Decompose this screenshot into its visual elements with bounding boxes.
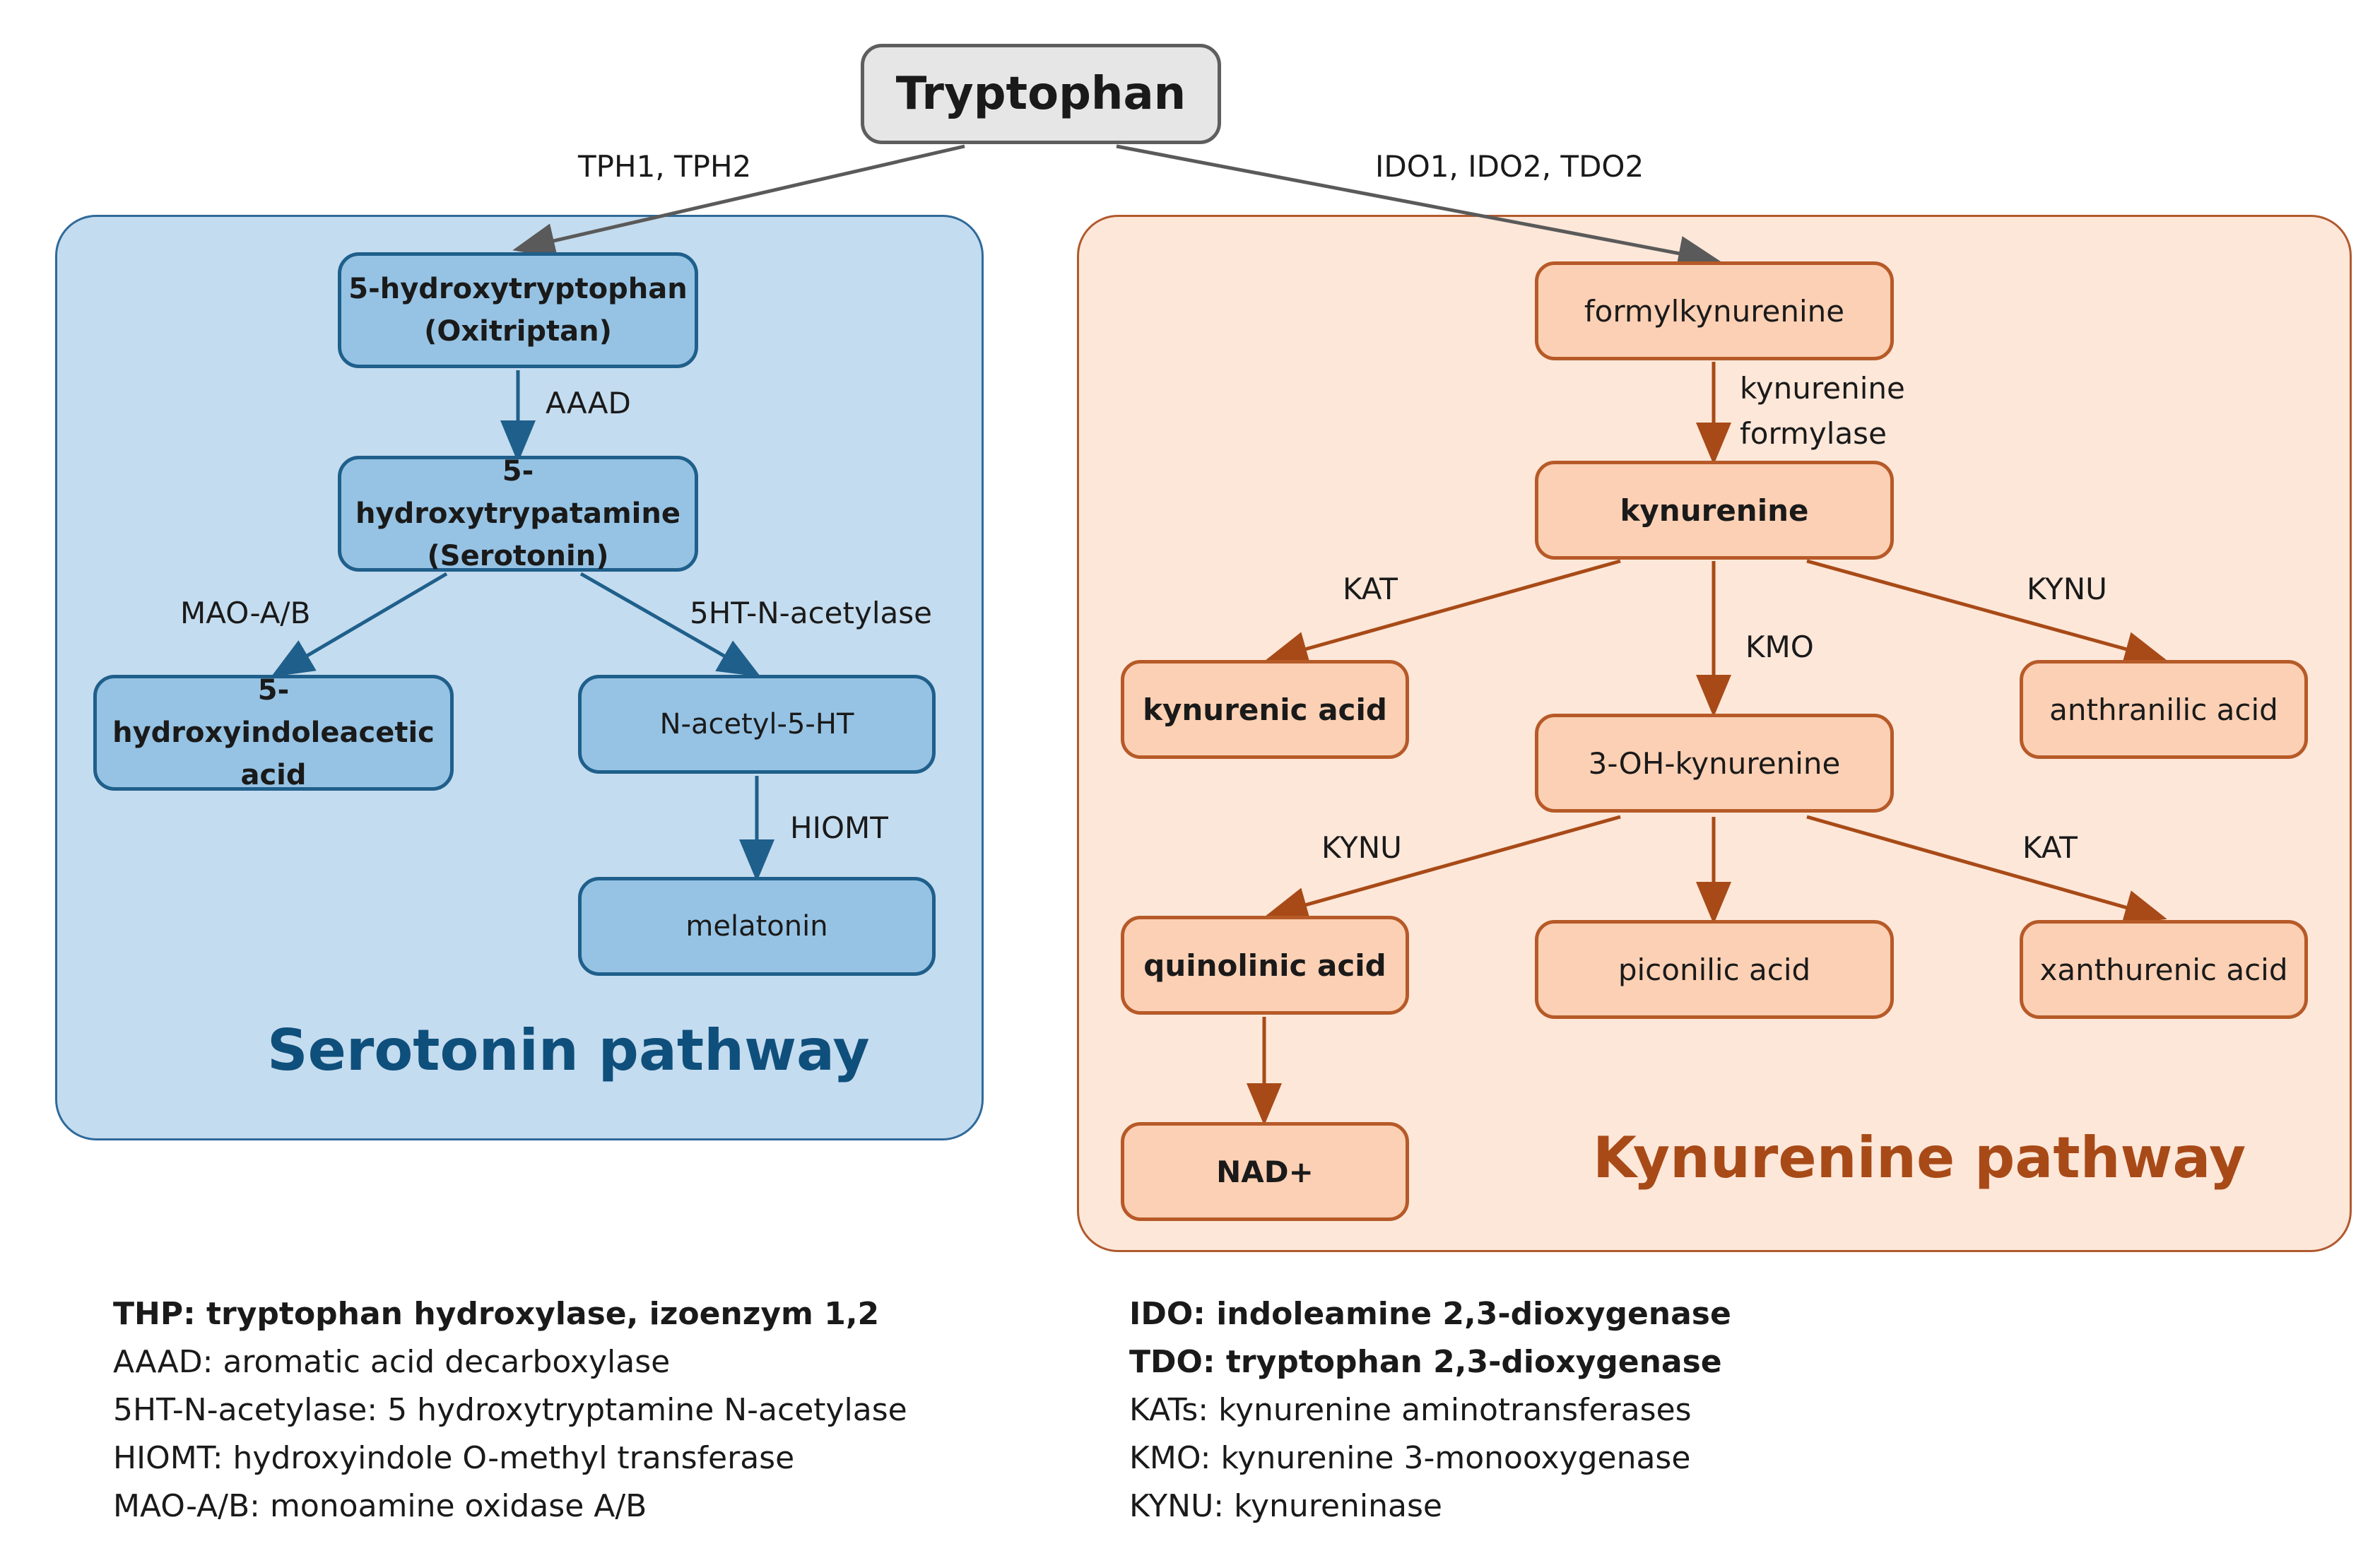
- node-quinolinic-acid-label: quinolinic acid: [1143, 948, 1386, 983]
- legend-serotonin-enzymes: THP: tryptophan hydroxylase, izoenzym 1,…: [113, 1290, 907, 1531]
- kynu-enzyme-label-1: KYNU: [2027, 572, 2107, 606]
- node-anthranilic-acid-label: anthranilic acid: [2049, 692, 2278, 727]
- kat-enzyme-label-1: KAT: [1343, 572, 1398, 606]
- node-xanthurenic-acid: xanthurenic acid: [2020, 920, 2308, 1019]
- node-kynurenine-label: kynurenine: [1620, 493, 1809, 528]
- formylase-enzyme-label-line1: kynurenine: [1740, 371, 1905, 406]
- node-nad-plus: NAD+: [1121, 1122, 1409, 1221]
- node-serotonin-line2: (Serotonin): [427, 540, 609, 572]
- arrow-kynurenine-to-anthranilic: [1806, 559, 2167, 666]
- node-melatonin-label: melatonin: [685, 910, 828, 943]
- node-5-hydroxytryptophan: 5-hydroxytryptophan (Oxitriptan): [338, 252, 698, 368]
- kynurenine-pathway-title: Kynurenine pathway: [1593, 1125, 2246, 1191]
- node-melatonin: melatonin: [578, 877, 936, 976]
- node-hiaa-line1: 5-hydroxyindoleacetic: [112, 674, 435, 749]
- node-n-acetyl-5-ht: N-acetyl-5-HT: [578, 675, 936, 774]
- arrow-tryptophan-to-formylkynurenine: [1116, 144, 1721, 271]
- node-formylkynurenine: formylkynurenine: [1535, 261, 1894, 360]
- legend-right-item: KATs: kynurenine aminotransferases: [1129, 1392, 1692, 1428]
- kynu-enzyme-label-2: KYNU: [1321, 830, 1402, 865]
- mao-enzyme-label: MAO-A/B: [180, 596, 311, 630]
- node-nad-plus-label: NAD+: [1216, 1154, 1314, 1189]
- legend-left-item: 5HT-N-acetylase: 5 hydroxytryptamine N-a…: [113, 1392, 907, 1428]
- formylase-enzyme-label-line2: formylase: [1740, 416, 1887, 451]
- serotonin-pathway-title: Serotonin pathway: [267, 1018, 870, 1083]
- node-kynurenic-acid: kynurenic acid: [1121, 660, 1409, 759]
- hiomt-enzyme-label: HIOMT: [790, 810, 888, 845]
- node-anthranilic-acid: anthranilic acid: [2020, 660, 2308, 759]
- legend-left-item: HIOMT: hydroxyindole O-methyl transferas…: [113, 1440, 795, 1476]
- legend-left-item: MAO-A/B: monoamine oxidase A/B: [113, 1488, 647, 1524]
- node-kynurenine: kynurenine: [1535, 461, 1894, 560]
- node-serotonin: 5-hydroxytrypatamine (Serotonin): [338, 455, 698, 572]
- arrow-serotonin-to-hiaa: [271, 572, 448, 678]
- node-5-hydroxyindoleacetic-acid: 5-hydroxyindoleacetic acid: [93, 674, 454, 791]
- node-3-oh-kynurenine-label: 3-OH-kynurenine: [1588, 745, 1841, 781]
- ido-enzyme-label: IDO1, IDO2, TDO2: [1375, 149, 1644, 184]
- legend-left-item: THP: tryptophan hydroxylase, izoenzym 1,…: [113, 1296, 880, 1332]
- arrow-tryptophan-to-5htp: [512, 144, 965, 259]
- legend-right-item: KMO: kynurenine 3-monooxygenase: [1129, 1440, 1691, 1476]
- node-5-hydroxytryptophan-line1: 5-hydroxytryptophan: [348, 273, 688, 305]
- legend-kynurenine-enzymes: IDO: indoleamine 2,3-dioxygenase TDO: tr…: [1129, 1290, 1731, 1531]
- arrow-kynurenine-to-kynurenic-acid: [1265, 559, 1621, 666]
- node-3-oh-kynurenine: 3-OH-kynurenine: [1535, 714, 1894, 813]
- tryptophan-label: Tryptophan: [895, 68, 1186, 120]
- node-n-acetyl-5-ht-label: N-acetyl-5-HT: [659, 708, 854, 741]
- arrow-3oh-to-xanthurenic: [1806, 815, 2167, 925]
- legend-right-item: KYNU: kynureninase: [1129, 1488, 1442, 1524]
- legend-right-item: TDO: tryptophan 2,3-dioxygenase: [1129, 1344, 1722, 1380]
- aaad-enzyme-label: AAAD: [546, 386, 631, 420]
- legend-left-item: AAAD: aromatic acid decarboxylase: [113, 1344, 671, 1380]
- tph-enzyme-label: TPH1, TPH2: [578, 149, 752, 184]
- arrow-3oh-to-quinolinic: [1265, 815, 1621, 922]
- node-hiaa-line2: acid: [240, 759, 307, 791]
- node-formylkynurenine-label: formylkynurenine: [1584, 293, 1845, 329]
- acetylase-enzyme-label: 5HT-N-acetylase: [690, 596, 932, 630]
- node-piconilic-acid-label: piconilic acid: [1618, 952, 1811, 987]
- arrow-serotonin-to-nacetyl: [579, 572, 761, 677]
- node-5-hydroxytryptophan-line2: (Oxitriptan): [424, 315, 612, 348]
- kmo-enzyme-label: KMO: [1745, 630, 1814, 664]
- node-xanthurenic-acid-label: xanthurenic acid: [2039, 952, 2288, 987]
- legend-right-item: IDO: indoleamine 2,3-dioxygenase: [1129, 1296, 1731, 1332]
- tryptophan-node: Tryptophan: [861, 44, 1221, 144]
- node-kynurenic-acid-label: kynurenic acid: [1143, 692, 1387, 727]
- node-piconilic-acid: piconilic acid: [1535, 920, 1894, 1019]
- node-quinolinic-acid: quinolinic acid: [1121, 916, 1409, 1015]
- kat-enzyme-label-2: KAT: [2022, 830, 2078, 865]
- node-serotonin-line1: 5-hydroxytrypatamine: [355, 455, 681, 530]
